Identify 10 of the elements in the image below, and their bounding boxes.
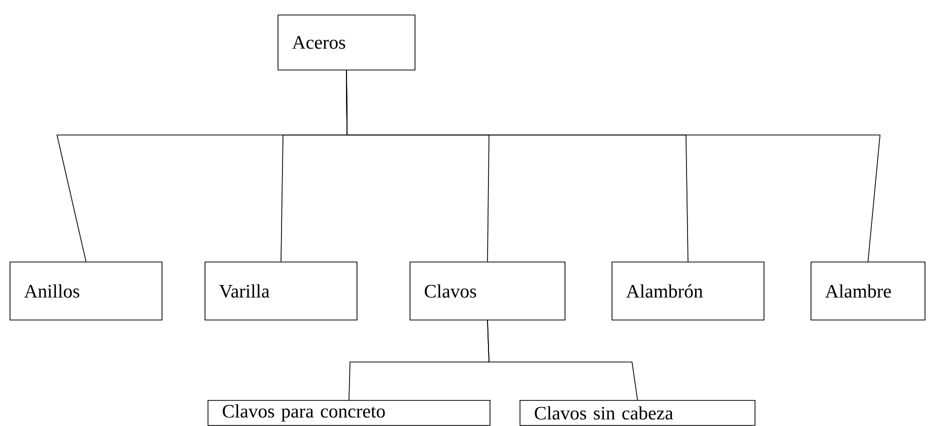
category-box: Varilla [204,262,358,320]
category-box: Clavos para concreto [208,400,490,426]
connector-line [487,320,638,400]
category-box: Alambre [810,262,926,320]
category-box: Clavos [410,262,566,320]
category-box: Aceros [278,14,416,70]
category-box: Alambrón [612,262,764,320]
category-box: Anillos [10,262,162,320]
category-box: Clavos sin cabeza [520,400,756,426]
connector-line [346,70,880,262]
